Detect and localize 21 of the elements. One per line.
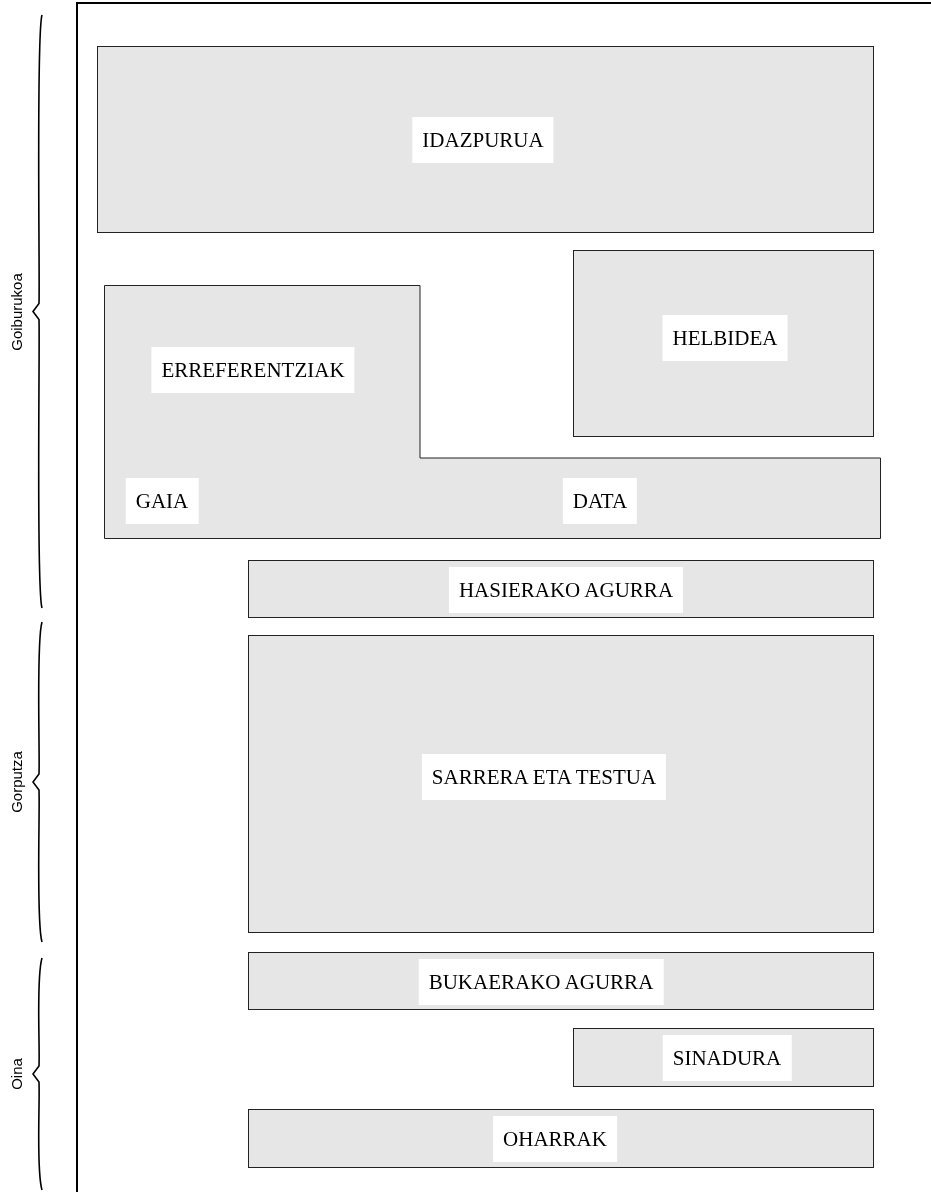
content-block	[248, 635, 874, 933]
section-label: Oina	[7, 1058, 25, 1090]
block-label: HASIERAKO AGURRA	[448, 567, 684, 613]
content-block	[248, 1109, 874, 1168]
content-block	[97, 46, 874, 233]
section-label: Gorputza	[7, 751, 25, 813]
page-frame	[76, 2, 931, 1192]
block-label: GAIA	[125, 478, 199, 524]
block-label: OHARRAK	[493, 1116, 617, 1162]
block-label: HELBIDEA	[662, 315, 788, 361]
block-label: BUKAERAKO AGURRA	[418, 959, 664, 1005]
block-label: DATA	[562, 478, 638, 524]
content-block	[248, 952, 874, 1010]
content-block	[573, 250, 874, 437]
content-block	[248, 560, 874, 618]
block-label: SINADURA	[662, 1035, 792, 1081]
content-block	[573, 1028, 874, 1087]
block-label: IDAZPURUA	[412, 117, 554, 163]
section-label: Goiburukoa	[7, 272, 25, 351]
block-label: SARRERA ETA TESTUA	[421, 754, 667, 800]
block-label: ERREFERENTZIAK	[151, 347, 355, 393]
